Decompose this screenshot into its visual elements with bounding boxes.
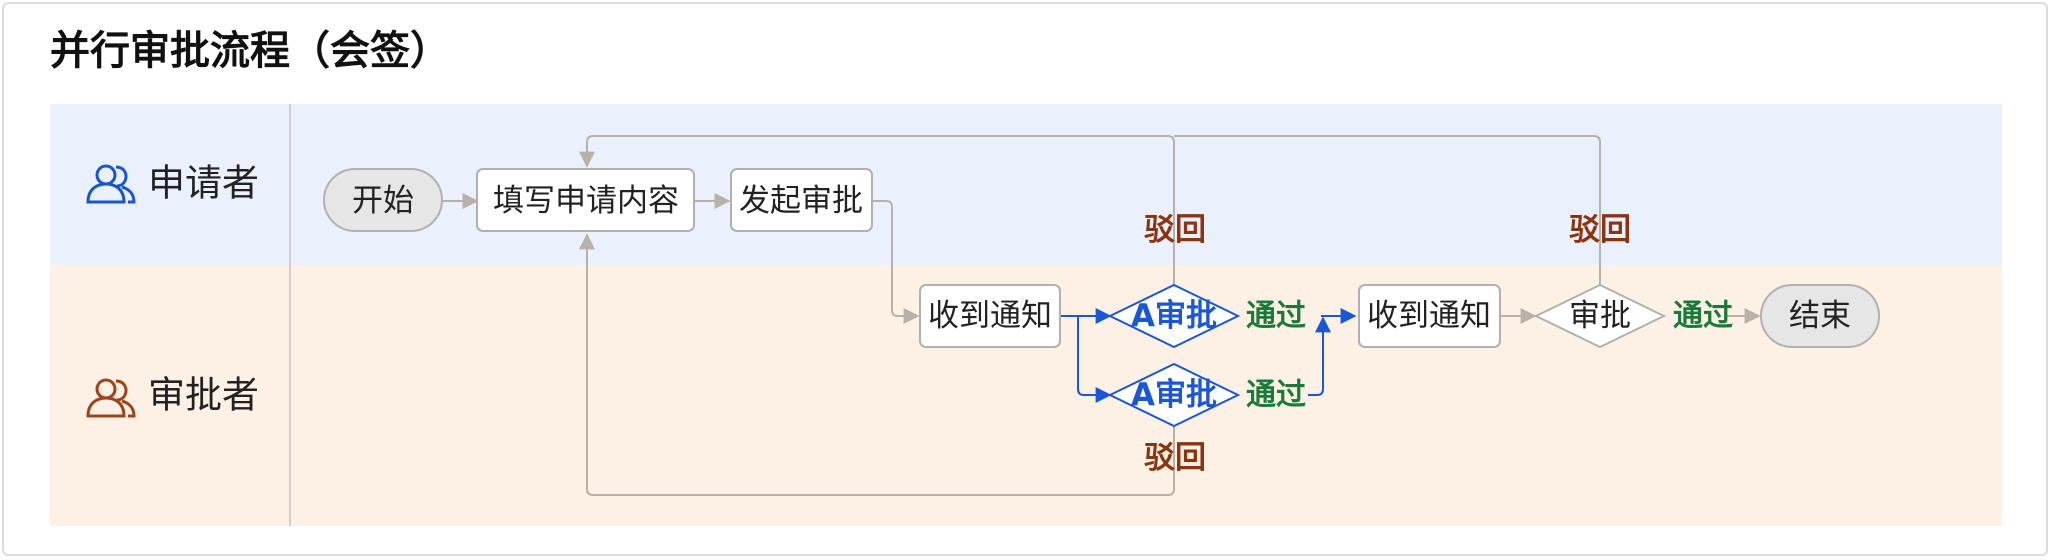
reject-label-left-top: 驳回 <box>1144 212 1206 248</box>
notify-1-label: 收到通知 <box>928 298 1052 334</box>
edge-submit-to-notify <box>873 200 920 324</box>
approve-a-top-diamond[interactable] <box>1107 283 1241 349</box>
edge-reject-top <box>579 135 1175 286</box>
approve-a-top-label: A审批 <box>1131 298 1217 334</box>
users-icon <box>86 164 136 204</box>
submit-node[interactable] <box>730 168 873 232</box>
reject-label-right: 驳回 <box>1569 212 1631 248</box>
notify-2-label: 收到通知 <box>1367 298 1491 334</box>
notify-node-1[interactable] <box>919 284 1061 348</box>
approve-label: 审批 <box>1569 298 1631 334</box>
edge-reject-right <box>1174 135 1601 286</box>
pass-label-top: 通过 <box>1246 299 1306 334</box>
notify-node-2[interactable] <box>1358 284 1501 348</box>
lane-label-applicant: 申请者 <box>148 162 259 205</box>
edge-notify-to-approve-a-bottom <box>1077 316 1112 403</box>
start-node-label: 开始 <box>352 183 414 219</box>
edge-pass-bottom-merge <box>1308 316 1331 396</box>
end-node[interactable] <box>1760 284 1880 348</box>
page-title: 并行审批流程（会签） <box>50 28 450 74</box>
start-node[interactable] <box>323 168 443 232</box>
lane-label-approver: 审批者 <box>148 374 259 417</box>
submit-label: 发起审批 <box>739 183 863 219</box>
approve-diamond[interactable] <box>1533 283 1667 349</box>
users-icon <box>86 378 136 418</box>
reject-label-left-bottom: 驳回 <box>1144 440 1206 476</box>
pass-label-bottom: 通过 <box>1246 378 1306 413</box>
approve-a-bottom-label: A审批 <box>1131 377 1217 413</box>
fill-form-label: 填写申请内容 <box>493 183 679 219</box>
end-node-label: 结束 <box>1789 298 1851 334</box>
approve-a-bottom-diamond[interactable] <box>1107 362 1241 428</box>
pass-label-final: 通过 <box>1673 299 1733 334</box>
edge-reject-bottom <box>579 233 1175 496</box>
fill-form-node[interactable] <box>476 168 695 232</box>
